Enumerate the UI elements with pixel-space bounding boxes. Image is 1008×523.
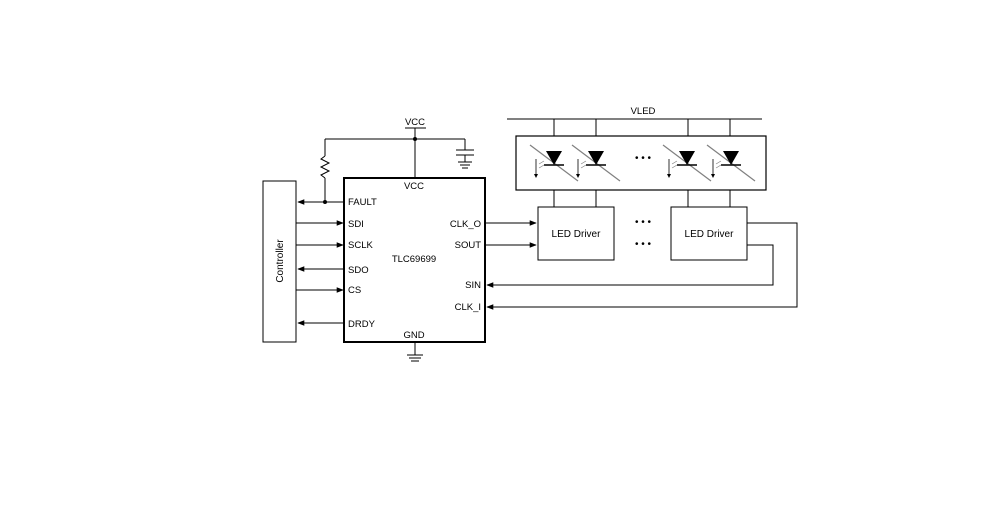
daisy-chain-return — [486, 222, 798, 310]
led-driver-2 — [670, 206, 748, 261]
led-driver-1 — [537, 206, 615, 261]
chip-pin-gnd: GND — [403, 330, 424, 341]
chip-pin-drdy: DRDY — [348, 319, 376, 330]
ground-symbol — [407, 342, 423, 362]
chip-pin-sclk: SCLK — [348, 240, 373, 251]
vcc-junction-dot — [413, 137, 417, 141]
fault-junction-dot — [323, 200, 327, 204]
chip-pin-clk-i: CLK_I — [455, 302, 481, 313]
chip-pin-sout: SOUT — [455, 240, 482, 251]
controller-label: Controller — [275, 239, 286, 283]
chip-pin-cs: CS — [348, 285, 361, 296]
chip-pin-clk-o: CLK_O — [450, 219, 481, 230]
chip-block — [343, 177, 486, 343]
daisy-chain-out — [485, 220, 537, 248]
led-driver-1-label: LED Driver — [552, 229, 602, 240]
led-driver-2-label: LED Driver — [685, 229, 735, 240]
led-array — [515, 135, 767, 191]
led-ellipsis: • • • — [635, 153, 652, 164]
vled-rail-label: VLED — [631, 106, 656, 117]
controller-block — [262, 180, 297, 343]
driver-ellipsis-top: • • • — [635, 217, 652, 228]
vcc-rail-label: VCC — [405, 117, 425, 128]
chip-pin-sdi: SDI — [348, 219, 364, 230]
chip-pin-fault: FAULT — [348, 197, 377, 208]
controller-bus — [296, 199, 344, 326]
chip-pin-sdo: SDO — [348, 265, 369, 276]
chip-pin-vcc: VCC — [404, 181, 424, 192]
chip-name: TLC69699 — [392, 254, 436, 265]
vcc-network — [319, 127, 474, 202]
driver-ellipsis-bottom: • • • — [635, 239, 652, 250]
chip-pin-sin: SIN — [465, 280, 481, 291]
